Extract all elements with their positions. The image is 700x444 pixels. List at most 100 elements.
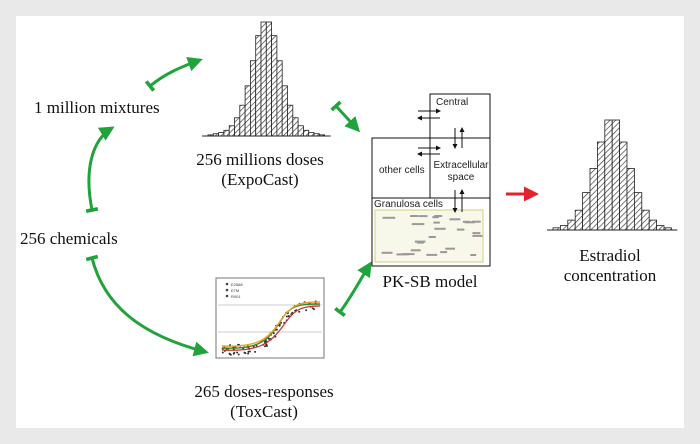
dose-response-point [305, 309, 308, 312]
network-node [472, 232, 481, 235]
doses-label: 256 millions doses (ExpoCast) [180, 150, 340, 190]
chemicals-label: 256 chemicals [20, 229, 118, 248]
network-node [445, 247, 455, 250]
network-node [432, 216, 439, 219]
estradiol-histogram-bar [560, 225, 569, 231]
responses-label-line1: 265 doses-responses [194, 382, 334, 401]
dose-response-curve-orange [221, 301, 321, 347]
dose-response-legend: E2568 E7M R001 [225, 282, 243, 299]
network-node [449, 218, 461, 221]
pk-sb-model-schematic [371, 93, 491, 267]
dose-response-point [264, 340, 267, 343]
estradiol-histogram-bar [567, 219, 576, 231]
network-node [410, 249, 421, 252]
mixtures-label: 1 million mixtures [34, 98, 160, 117]
estradiol-histogram-bar [604, 119, 613, 231]
network-node [456, 228, 465, 231]
network-node [433, 221, 440, 224]
network-node [464, 221, 475, 224]
dose-response-point [247, 352, 250, 355]
arrow-mixtures-to-doses [144, 57, 203, 92]
doses-histogram-bar [302, 129, 310, 137]
responses-label: 265 doses-responses (ToxCast) [184, 382, 344, 422]
doses-histogram-bar [260, 21, 267, 137]
estradiol-label-line1: Estradiol [579, 246, 641, 265]
estradiol-histogram-bar [626, 167, 635, 231]
network-node [472, 234, 483, 237]
dose-response-point [285, 315, 288, 318]
doses-histogram-bar [228, 125, 235, 137]
doses-histogram-bar [271, 35, 278, 137]
network-node [434, 215, 443, 217]
doses-histogram-bar [239, 104, 246, 137]
doses-histogram-bar [308, 132, 315, 137]
estradiol-histogram-bar [641, 209, 650, 231]
estradiol-histogram-bar [574, 209, 584, 231]
central-compartment-label: Central [436, 97, 469, 108]
extracellular-label-line2: space [447, 172, 475, 183]
estradiol-histogram-bar [656, 225, 665, 231]
network-node [419, 215, 428, 218]
estradiol-histogram-bar [582, 192, 591, 231]
dose-response-point [278, 324, 281, 327]
estradiol-label-line2: concentration [563, 266, 657, 285]
extracellular-label-line1: Extracellular [433, 160, 489, 171]
network-node [410, 215, 419, 217]
doses-histogram-bar [292, 117, 299, 137]
dose-response-point [236, 351, 239, 354]
dose-response-point [265, 345, 268, 347]
doses-histogram-bar [223, 129, 230, 137]
network-node [426, 253, 438, 256]
granulosa-network-sketch [381, 215, 483, 256]
doses-histogram-bar [244, 85, 251, 137]
doses-label-line2: (ExpoCast) [221, 170, 299, 189]
estradiol-histogram-bar [611, 119, 621, 231]
arrow-responses-to-model [334, 261, 372, 318]
arrow-doses-to-model [330, 100, 361, 133]
doses-histogram-bar [218, 132, 225, 137]
network-node [381, 251, 393, 254]
model-label: PK-SB model [382, 272, 478, 291]
estradiol-histogram-bar [597, 141, 606, 231]
doses-histogram-bar [276, 60, 283, 137]
dose-response-legend-item: E7M [231, 288, 239, 293]
granulosa-label: Granulosa cells [374, 199, 443, 210]
estradiol-histogram-bar [634, 192, 643, 231]
dose-response-point [254, 350, 257, 353]
network-node [434, 227, 446, 230]
doses-histogram-bar [255, 35, 262, 137]
dose-response-point [264, 345, 266, 348]
network-node [428, 236, 436, 238]
doses-histogram [202, 21, 331, 137]
estradiol-histogram-bar [619, 141, 628, 231]
dose-response-point [265, 343, 268, 346]
network-node [401, 253, 415, 256]
doses-label-line1: 256 millions doses [196, 150, 324, 169]
estradiol-histogram-bar [589, 167, 598, 231]
doses-histogram-bar [297, 125, 304, 137]
responses-label-line2: (ToxCast) [230, 402, 298, 421]
dose-response-point [247, 350, 250, 353]
doses-histogram-bar [249, 60, 257, 137]
estradiol-histogram [547, 119, 678, 231]
network-node [440, 251, 448, 254]
dose-response-point [311, 307, 314, 310]
arrow-chemicals-to-responses [85, 254, 209, 357]
dose-response-curve-red [221, 305, 321, 351]
dose-response-point [221, 351, 224, 354]
dose-response-legend-item: E2568 [231, 282, 243, 287]
dose-response-plot: E2568 E7M R001 [215, 277, 325, 359]
other-cells-label: other cells [379, 165, 425, 176]
estradiol-label: Estradiol concentration [555, 246, 665, 286]
network-node [414, 240, 426, 243]
network-node [382, 216, 396, 219]
network-node [470, 254, 477, 256]
doses-histogram-bar [281, 85, 288, 137]
arrow-chemicals-to-mixtures [85, 126, 115, 213]
network-node [471, 220, 481, 223]
dose-response-point [243, 351, 246, 354]
dose-response-point [237, 353, 240, 356]
dose-response-point [298, 310, 301, 313]
doses-histogram-bar [265, 21, 272, 137]
dose-response-point [280, 321, 283, 324]
